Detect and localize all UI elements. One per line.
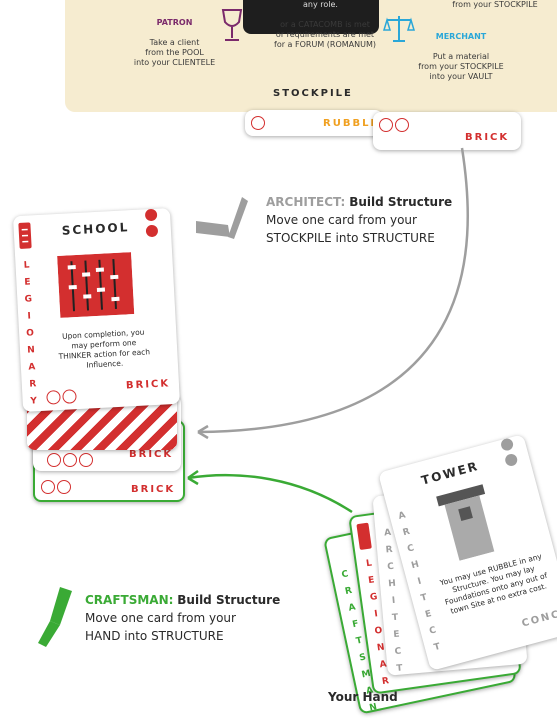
craftsman-line2: HAND into STRUCTURE — [85, 629, 224, 643]
merchant-role: MERCHANT Put a material from your STOCKP… — [415, 22, 507, 92]
merchant-title: MERCHANT — [435, 32, 487, 41]
stockpile-card-brick[interactable]: BRICK — [373, 112, 521, 150]
value-dot-icon — [145, 224, 159, 238]
architect-arrow — [197, 147, 469, 434]
influence-coin-icon — [41, 480, 55, 494]
influence-coin-icon — [63, 453, 77, 467]
material-label: BRICK — [131, 484, 176, 495]
hand-card-legionary[interactable]: L E G I O N A R Y — [348, 495, 522, 695]
material-label: BRICK — [125, 378, 171, 392]
influence-coin-icon — [395, 118, 409, 132]
architect-line1: Move one card from your — [266, 213, 417, 227]
dark-card-text: any role. — [303, 0, 338, 9]
stockpile-card-rubble[interactable]: RUBBLE — [245, 110, 383, 136]
architect-square-icon — [196, 197, 248, 239]
architect-arrowhead — [197, 424, 209, 440]
card-title: SCHOOL — [61, 220, 130, 238]
influence-coin-icon — [251, 116, 265, 130]
tower-icon — [436, 484, 495, 561]
hand-label: Your Hand — [328, 690, 398, 704]
material-label: BRICK — [465, 132, 510, 143]
craftsman-role-label: CRAFTSMAN: — [85, 593, 174, 607]
material-label: CONCR — [520, 606, 557, 630]
influence-coin-icon — [379, 118, 393, 132]
craftsman-instruction: CRAFTSMAN: Build Structure Move one card… — [85, 591, 295, 645]
school-card[interactable]: L E G I O N A R Y SCHOOL Upon completion… — [12, 208, 181, 412]
patron-text: Take a client from the POOL into your CL… — [133, 38, 216, 67]
patron-title: PATRON — [156, 18, 193, 27]
patron-role: PATRON Take a client from the POOL into … — [127, 8, 222, 78]
craftsman-arrowhead — [187, 469, 199, 486]
material-label: BRICK — [129, 449, 174, 460]
influence-coin-icon — [57, 480, 71, 494]
value-dot-icon — [503, 452, 519, 468]
card-ability-text: Upon completion, you may perform one THI… — [58, 327, 151, 370]
hand-card-tower[interactable]: A R C H I T E C T TOWER You may use RUBB… — [378, 434, 557, 671]
dark-role-card: any role. — [243, 0, 379, 34]
goblet-icon — [221, 9, 243, 41]
material-label: RUBBLE — [323, 118, 380, 129]
scales-icon — [383, 16, 415, 42]
architect-role-label: ARCHITECT: — [266, 195, 346, 209]
center-role-text: or a CATACOMB is met or requirements are… — [274, 20, 376, 49]
shield-icon — [356, 522, 372, 550]
merchant-text: Put a material from your STOCKPILE into … — [418, 52, 504, 81]
stockpile-board: PATRON Take a client from the POOL into … — [65, 0, 557, 112]
legionary-vertical-label: L E G I O N A R Y — [23, 260, 38, 407]
stockpile-label: STOCKPILE — [273, 88, 353, 99]
architect-line2: STOCKPILE into STRUCTURE — [266, 231, 435, 245]
influence-coin-icon — [47, 453, 61, 467]
craftsman-action: Build Structure — [177, 593, 281, 607]
architect-instruction: ARCHITECT: Build Structure Move one card… — [266, 193, 556, 247]
craftsman-arrow — [187, 473, 353, 514]
craftsman-line1: Move one card from your — [85, 611, 236, 625]
value-dot-icon — [144, 208, 158, 222]
influence-coin-icon — [46, 390, 61, 405]
influence-coin-icon — [79, 453, 93, 467]
abacus-icon — [57, 252, 135, 318]
influence-coin-icon — [62, 389, 77, 404]
value-dot-icon — [499, 437, 515, 452]
shield-icon — [18, 222, 32, 249]
architect-action: Build Structure — [349, 195, 453, 209]
top-right-text: from your STOCKPILE — [452, 0, 538, 9]
chisel-icon — [38, 587, 72, 647]
